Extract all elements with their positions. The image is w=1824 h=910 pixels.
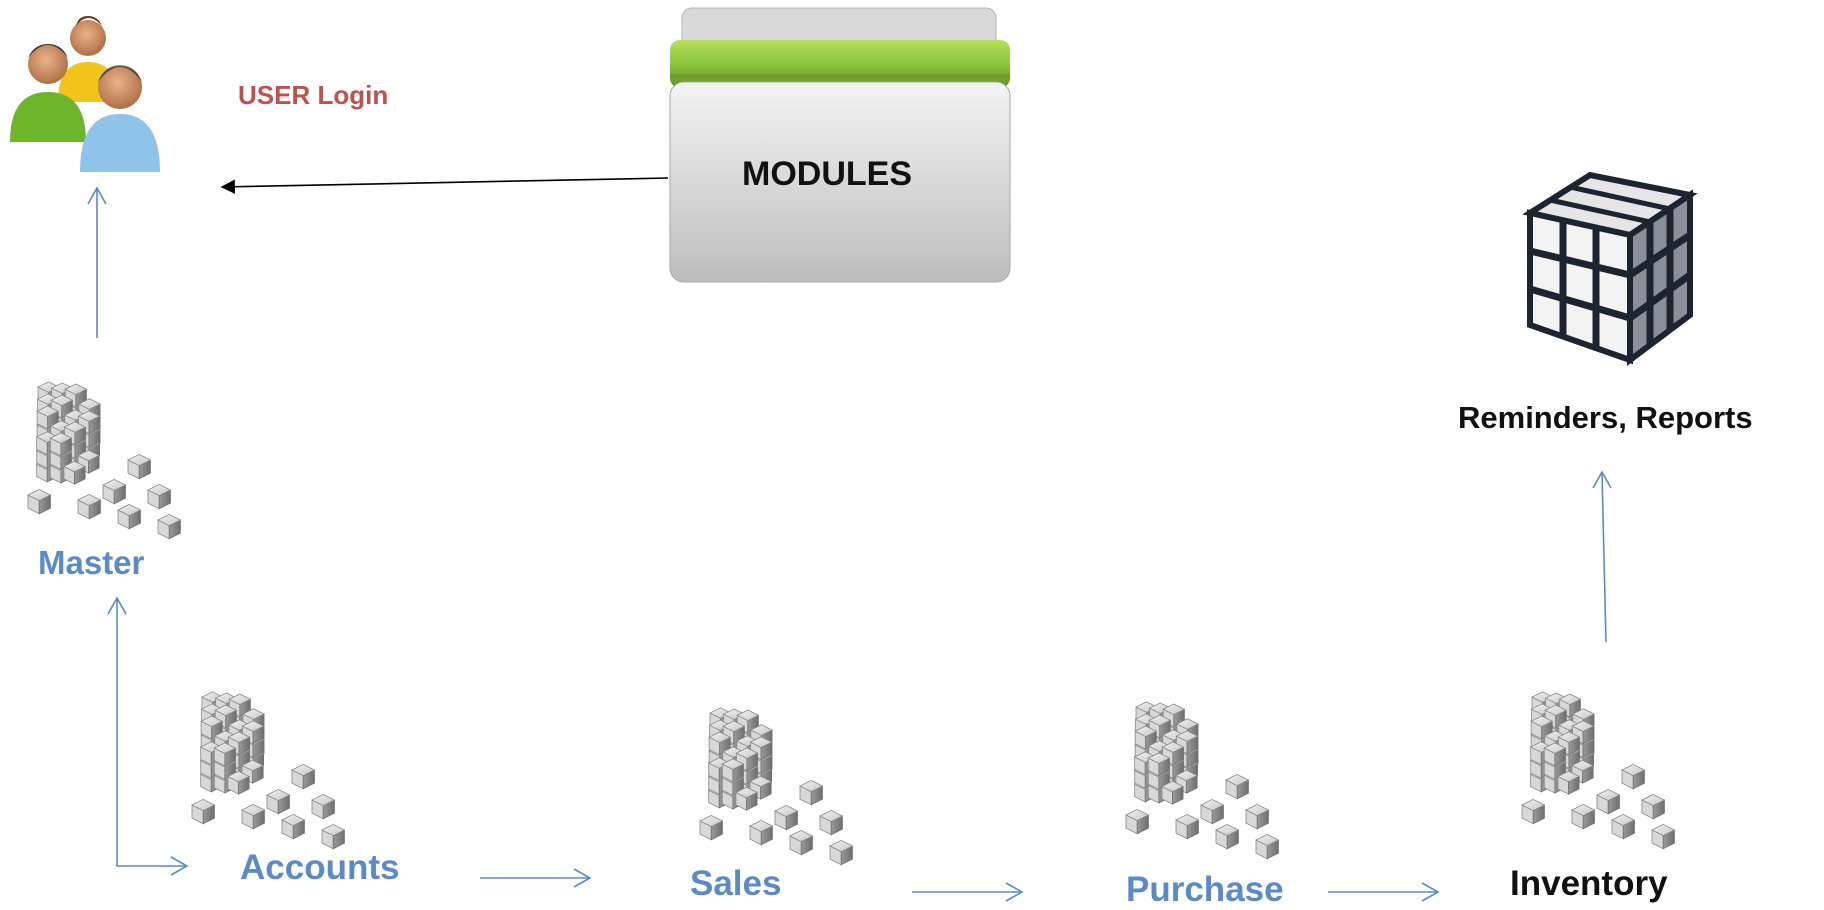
folder-icon — [669, 7, 1011, 283]
label-sales: Sales — [690, 864, 782, 903]
label-modules: MODULES — [742, 155, 912, 193]
arrow-inventory-to-reports — [1592, 470, 1612, 643]
arrow-accounts-to-sales — [480, 868, 592, 888]
label-master: Master — [38, 544, 145, 581]
rubiks-cube-icon — [1522, 171, 1698, 366]
cube-blocks-icon-sales — [699, 707, 854, 866]
label-purchase: Purchase — [1126, 870, 1284, 909]
arrow-modules-to-login — [220, 177, 669, 194]
label-user-login: USER Login — [238, 80, 389, 110]
label-inventory: Inventory — [1510, 864, 1668, 903]
cube-blocks-icon-purchase — [1125, 701, 1280, 860]
arrows — [87, 177, 1612, 902]
users-group-icon — [10, 16, 160, 172]
label-reminders-reports: Reminders, Reports — [1458, 400, 1753, 435]
arrow-master-to-login — [87, 186, 107, 338]
label-accounts: Accounts — [240, 848, 400, 887]
cube-blocks-icon-accounts — [191, 691, 346, 850]
cube-blocks-icon-inventory — [1521, 691, 1676, 850]
arrow-sales-to-purchase — [912, 882, 1024, 902]
arrow-accounts-to-master — [107, 596, 189, 876]
cube-blocks-icon-master — [27, 381, 182, 540]
arrow-purchase-to-inventory — [1328, 882, 1440, 902]
